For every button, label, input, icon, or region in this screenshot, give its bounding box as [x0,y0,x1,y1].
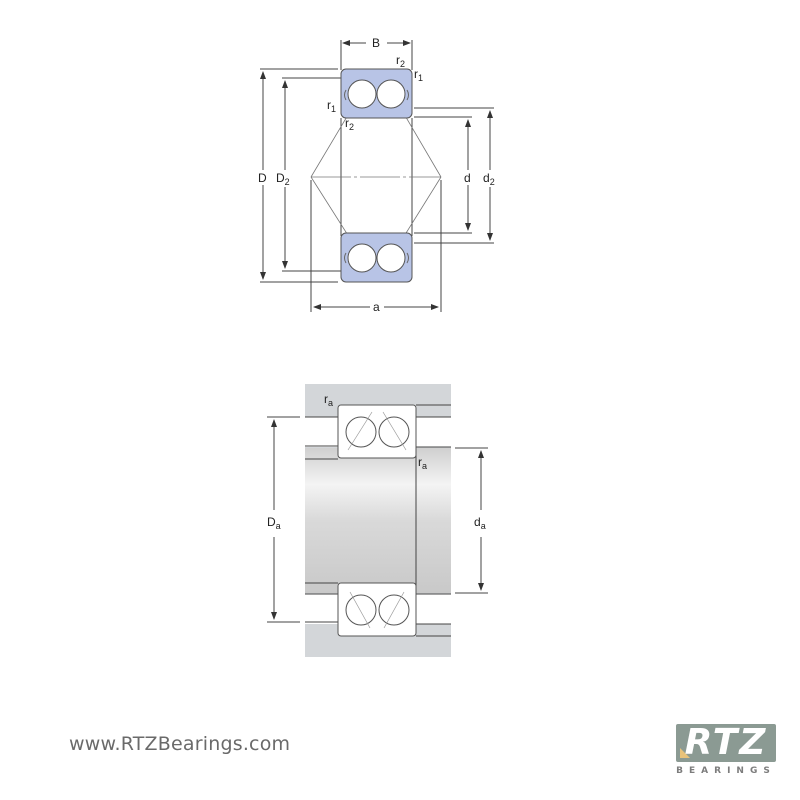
bottom-labels: ra ra Da da [267,392,486,531]
label-r1-right: r1 [414,67,423,83]
label-d2: d2 [483,171,495,187]
label-r1-left: r1 [327,98,336,114]
label-r2-top: r2 [396,53,405,69]
logo-sub-text: BEARINGS [676,766,776,776]
logo-main-text: RTZ [684,722,768,763]
label-a: a [373,300,380,314]
label-ra-top: ra [324,392,333,408]
label-d: d [464,171,471,185]
bearing-section-upper [340,68,413,119]
label-D: D [258,171,267,185]
top-section-drawing [260,40,494,312]
bearing-section-lower [340,232,413,283]
logo-box: RTZ [676,722,776,763]
logo-accent-icon [680,748,690,758]
label-Da: Da [267,515,281,531]
top-labels: B r2 r1 r1 r2 D D2 d d2 a [258,36,495,314]
label-D2: D2 [276,171,290,187]
rtz-logo: RTZ BEARINGS [676,722,778,780]
label-ra-right: ra [418,455,427,471]
website-url: www.RTZBearings.com [69,733,291,755]
label-da: da [474,515,486,531]
label-r2-bottom: r2 [345,116,354,132]
label-B: B [372,36,380,50]
mounting-drawing [267,384,488,657]
